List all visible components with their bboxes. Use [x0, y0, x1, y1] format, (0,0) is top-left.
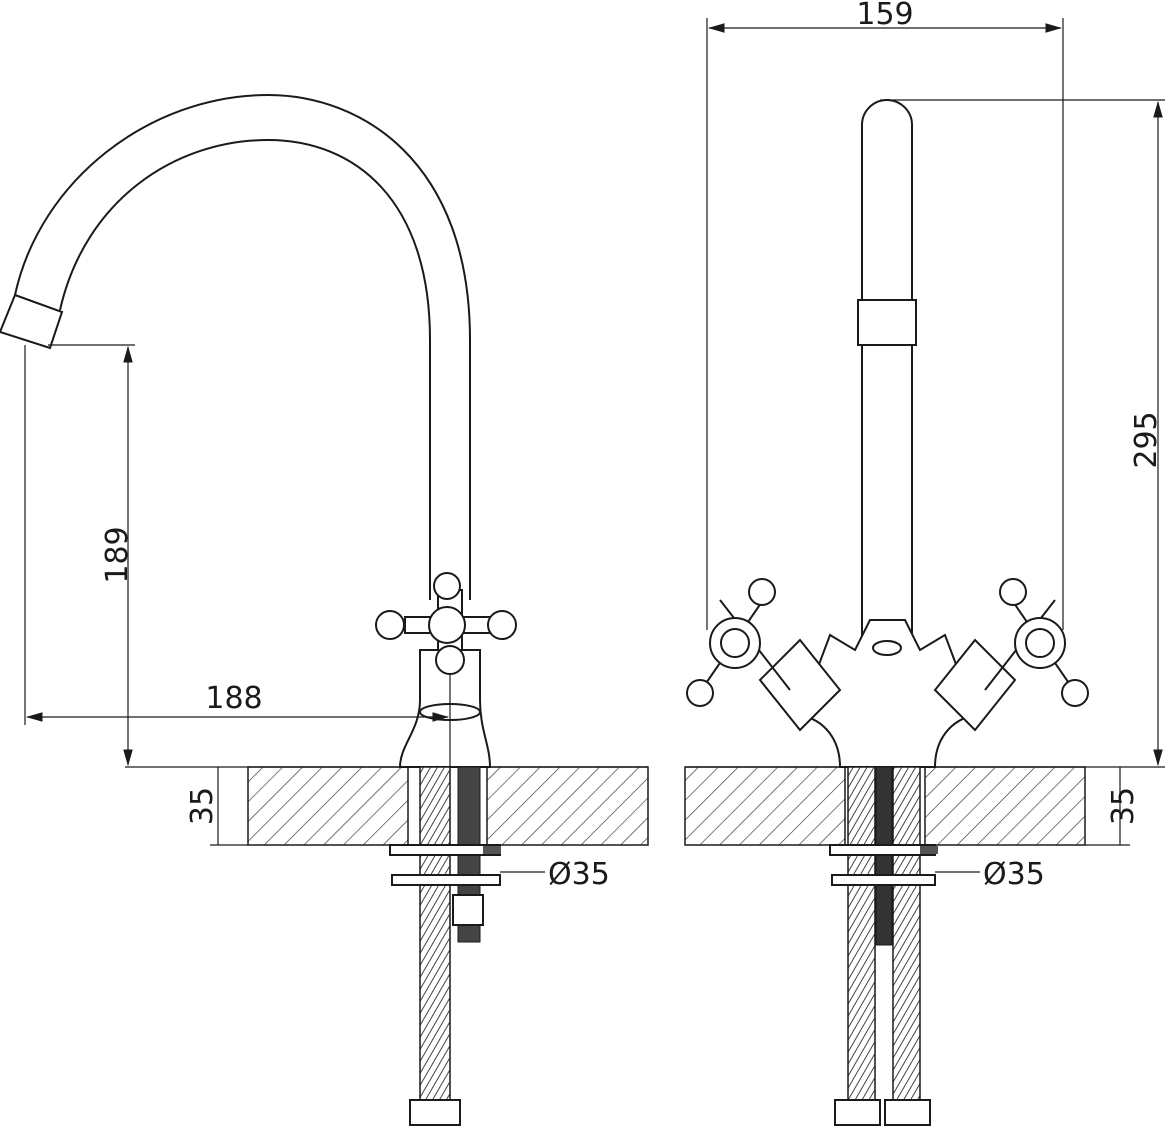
- spout-inner: [59, 138, 431, 600]
- side-view: 189 188 35 Ø35: [0, 93, 649, 1126]
- countertop-right-a: [684, 766, 846, 846]
- spout-ring: [857, 299, 917, 346]
- supply-hose-right: [892, 766, 921, 1103]
- countertop-right-b: [924, 766, 1086, 846]
- body-detail: [872, 640, 902, 656]
- countertop-left-b: [486, 766, 649, 846]
- lock-plate: [831, 874, 936, 886]
- cross-handle: [375, 572, 517, 675]
- dim-label-hole-left: Ø35: [548, 857, 610, 892]
- dim-label-159: 159: [856, 0, 913, 32]
- countertop-left-a: [247, 766, 409, 846]
- dim-label-hole-right: Ø35: [983, 857, 1045, 892]
- right-handle: [933, 578, 1089, 732]
- lock-plate: [391, 874, 501, 886]
- hole-marker: [483, 846, 501, 854]
- left-handle: [686, 578, 842, 732]
- dim-label-189: 189: [100, 526, 135, 583]
- dim-label-188: 188: [205, 681, 262, 716]
- spout-pipe: [861, 99, 913, 640]
- hole-marker: [920, 846, 938, 854]
- supply-hose-left: [847, 766, 876, 1103]
- stud-nut: [452, 894, 484, 926]
- hose-nut: [409, 1099, 461, 1126]
- dim-label-35-left: 35: [185, 787, 220, 825]
- hose-nut-right: [884, 1099, 931, 1126]
- aerator-nozzle: [0, 293, 64, 350]
- dim-label-35-right: 35: [1106, 787, 1141, 825]
- supply-hose: [419, 766, 451, 1103]
- washer: [829, 844, 936, 856]
- hose-nut-left: [834, 1099, 881, 1126]
- front-view: 159 295 35 Ø35: [684, 0, 1165, 1126]
- dim-label-295: 295: [1129, 411, 1164, 468]
- spout-outer: [14, 93, 471, 600]
